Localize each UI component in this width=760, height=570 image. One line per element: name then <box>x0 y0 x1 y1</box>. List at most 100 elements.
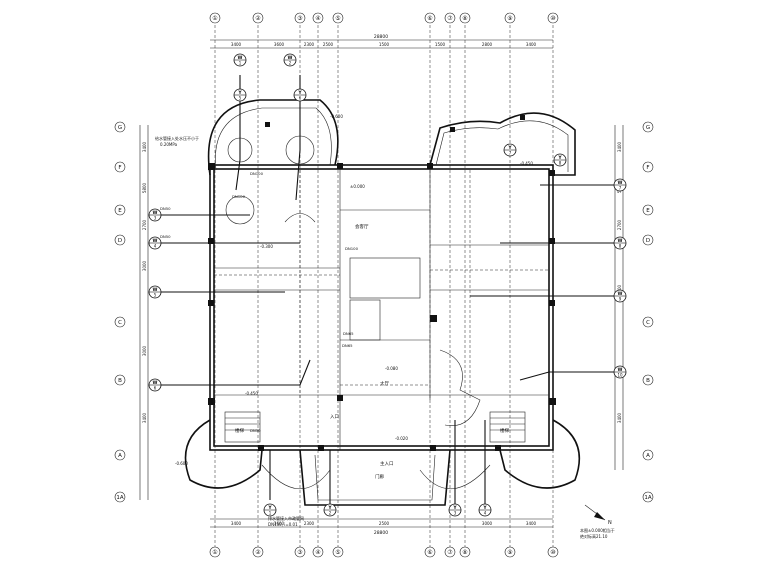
pipe-tag-letter: W <box>288 55 293 61</box>
pipe-tag-number: 3 <box>154 216 157 221</box>
axis-bubble: ① <box>209 12 221 24</box>
pipe-tag: W10 <box>613 365 627 379</box>
north-label: N <box>608 520 612 526</box>
axis-label: ⑤ <box>335 15 340 22</box>
dim-segment: 2700 <box>617 219 622 230</box>
dimension-lines <box>139 39 624 528</box>
axis-bubble: ⑥ <box>424 546 436 558</box>
axis-label: ③ <box>297 15 302 22</box>
level-mark: -0.080 <box>385 366 398 371</box>
axis-label: F <box>646 165 649 171</box>
dim-segment: 3400 <box>231 521 242 526</box>
pipe-tag: W1 <box>233 53 247 67</box>
pipe-tag-letter: Y <box>267 505 272 511</box>
axis-label: ① <box>212 549 217 556</box>
pipe-tag-number: 2 <box>289 61 292 66</box>
corner-note-2: 绝对标高21.10 <box>580 533 608 539</box>
corner-note-1: 本图±0.000相当于 <box>580 527 615 533</box>
axis-bubble: ⑩ <box>547 546 559 558</box>
pipe-tag: W6 <box>148 378 162 392</box>
axis-bubble: ② <box>252 546 264 558</box>
structural-columns <box>208 115 556 451</box>
pipe-size: DN50 <box>250 428 261 433</box>
room-label: 主入口 <box>380 460 394 467</box>
pipe-tag-letter: W <box>618 291 623 297</box>
pipe-tag: Y3 <box>448 503 462 517</box>
level-mark: -0.450 <box>520 161 533 166</box>
note-line-2: 0.20MPa <box>160 142 178 147</box>
dim-segment: 3000 <box>482 521 493 526</box>
dim-segment: 2300 <box>304 42 315 47</box>
axis-bubble: ⑥ <box>424 12 436 24</box>
room-label: 会客厅 <box>355 223 369 230</box>
axis-label: ⑨ <box>507 549 512 556</box>
axis-label: ② <box>255 549 261 556</box>
pipe-tag-letter: Y <box>327 505 332 511</box>
axis-label: ⑤ <box>335 549 340 556</box>
axis-label: ⑨ <box>507 15 512 22</box>
axis-label: ① <box>212 15 217 22</box>
pipe-runs <box>160 75 615 505</box>
pipe-tag: W7 <box>613 178 627 192</box>
dim-segment: 1500 <box>379 42 390 47</box>
axis-bubble: ④ <box>312 12 324 24</box>
pipe-tag: Y7 <box>503 143 517 157</box>
pipe-tag-number: 7 <box>509 151 512 156</box>
axis-bubble: C <box>114 316 126 328</box>
pipe-tag-letter: W <box>153 210 158 216</box>
axis-label: E <box>118 208 122 214</box>
pipe-tag-letter: W <box>618 238 623 244</box>
axis-bubble: ⑦ <box>444 12 456 24</box>
pipe-tag: W8 <box>613 236 627 250</box>
pipe-tag-letter: W <box>618 180 623 186</box>
pipe-tag-number: 4 <box>154 244 157 249</box>
axis-bubble: F <box>642 161 654 173</box>
level-mark: -0.300 <box>260 244 273 249</box>
pipe-tag-number: 1 <box>239 61 242 66</box>
axis-bubble: ⑧ <box>459 546 471 558</box>
pipe-size: DN100 <box>250 171 264 176</box>
dim-segment: 2800 <box>482 42 493 47</box>
axis-bubble: B <box>642 374 654 386</box>
pipe-tag-letter: W <box>153 380 158 386</box>
dim-segment: 2500 <box>323 42 334 47</box>
room-label: 大厅 <box>380 380 389 387</box>
pipe-size: DN50 <box>160 234 171 239</box>
pipe-size: DN50 <box>160 206 171 211</box>
axis-label: ⑧ <box>462 15 467 22</box>
axis-label: ⑩ <box>550 549 555 556</box>
notes-block: 给水管接入处水压不小于 0.20MPa 排水管接入市政管网 DN150, i=0… <box>155 135 304 527</box>
axis-bubble: ② <box>252 12 264 24</box>
pipe-tag: Y4 <box>478 503 492 517</box>
pipe-tag-letter: W <box>153 238 158 244</box>
axis-label: ⑧ <box>462 549 467 556</box>
axis-bubble: 1A <box>114 491 126 503</box>
dim-segment: 1500 <box>435 42 446 47</box>
axis-bubble: ⑨ <box>504 546 516 558</box>
dim-segment: 3400 <box>142 141 147 152</box>
axis-bubble: G <box>114 121 126 133</box>
axis-bubble: ④ <box>312 546 324 558</box>
pipe-tag-number: 9 <box>619 297 622 302</box>
pipe-tag-number: 8 <box>619 244 622 249</box>
pipe-tag-number: 7 <box>619 186 622 191</box>
axis-bubble: ⑧ <box>459 12 471 24</box>
axis-bubble: D <box>642 234 654 246</box>
dim-segment: 3600 <box>274 521 285 526</box>
pipe-tag: W2 <box>283 53 297 67</box>
axis-label: ③ <box>297 549 302 556</box>
axis-label: ② <box>255 15 261 22</box>
north-arrow: N <box>584 504 612 526</box>
axis-bubble: G <box>642 121 654 133</box>
pipe-tag-number: 10 <box>617 373 623 378</box>
room-label: 门廊 <box>375 473 384 480</box>
axis-bubble: F <box>114 161 126 173</box>
pipe-tag-letter: Y <box>507 145 512 151</box>
pipe-tag: Y6 <box>293 88 307 102</box>
axis-bubble: ① <box>209 546 221 558</box>
pipe-size: DN100 <box>345 246 359 251</box>
axis-label: D <box>646 238 650 244</box>
pipe-tag-number: 6 <box>299 96 302 101</box>
axis-bubble: E <box>642 204 654 216</box>
